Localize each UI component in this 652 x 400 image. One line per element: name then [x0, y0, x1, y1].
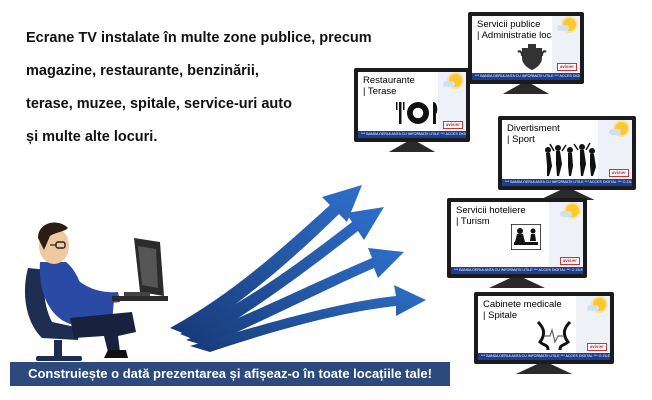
brand-logo: avisier [608, 169, 629, 177]
headline: Ecrane TV instalate în multe zone public… [26, 22, 398, 154]
ticker-bar: *** BANDA DERULANTA CU INFORMATII UTILE … [451, 267, 583, 274]
cloud-icon [443, 81, 455, 87]
cloud-icon [587, 305, 599, 311]
cloud-icon [557, 25, 569, 31]
screen-subtitle: | Spitale [483, 310, 518, 321]
brand-logo: avisier [556, 63, 577, 71]
plate-cutlery-icon [396, 102, 438, 124]
screen-title: Servicii hoteliere [456, 205, 526, 216]
headline-line-1: Ecrane TV instalate în multe zone public… [26, 30, 372, 46]
arrow-icon [170, 185, 426, 352]
cloud-icon [560, 211, 572, 217]
screen-title: Divertisment [507, 123, 560, 134]
headline-line-2: magazine, restaurante, benzinării, [26, 63, 259, 79]
call-to-action-banner: Construiește o dată prezentarea și afișe… [10, 362, 450, 386]
tv-screen-public-services: Servicii publice | Administratie locala … [468, 12, 584, 94]
brand-logo: avisier [559, 257, 580, 265]
headline-line-4: și multe alte locuri. [26, 129, 158, 145]
ticker-bar: *** BANDA DERULANTA CU INFORMATII UTILE … [358, 131, 466, 138]
heartbeat-icon [536, 320, 572, 350]
ticker-bar: *** BANDA DERULANTA CU INFORMATII UTILE … [478, 353, 610, 360]
screen-subtitle: | Administratie locala [477, 30, 564, 41]
tv-screen-hotels: Servicii hoteliere | Turism avisier *** … [447, 198, 587, 288]
person-at-computer-icon [24, 222, 168, 361]
tv-screen-restaurants: Restaurante | Terase avisier *** BANDA D… [354, 68, 470, 152]
screen-title: Restaurante [363, 75, 415, 86]
coat-of-arms-icon [517, 44, 547, 70]
ticker-bar: *** BANDA DERULANTA CU INFORMATII UTILE … [502, 179, 632, 186]
screen-title: Cabinete medicale [483, 299, 562, 310]
dancing-crowd-icon [545, 142, 596, 176]
cloud-icon [609, 129, 621, 135]
screen-title: Servicii publice [477, 19, 541, 30]
tv-screen-entertainment: Divertisment | Sport avisier *** BANDA D… [498, 116, 636, 200]
brand-logo: avisier [442, 121, 463, 129]
screen-subtitle: | Sport [507, 134, 535, 145]
ticker-bar: *** BANDA DERULANTA CU INFORMATII UTILE … [472, 73, 580, 80]
screen-subtitle: | Terase [363, 86, 397, 97]
tv-screen-medical: Cabinete medicale | Spitale avisier *** … [474, 292, 614, 374]
screen-subtitle: | Turism [456, 216, 490, 227]
brand-logo: avisier [586, 343, 607, 351]
headline-line-3: terase, muzee, spitale, service-uri auto [26, 96, 292, 112]
reception-desk-icon [511, 224, 541, 250]
